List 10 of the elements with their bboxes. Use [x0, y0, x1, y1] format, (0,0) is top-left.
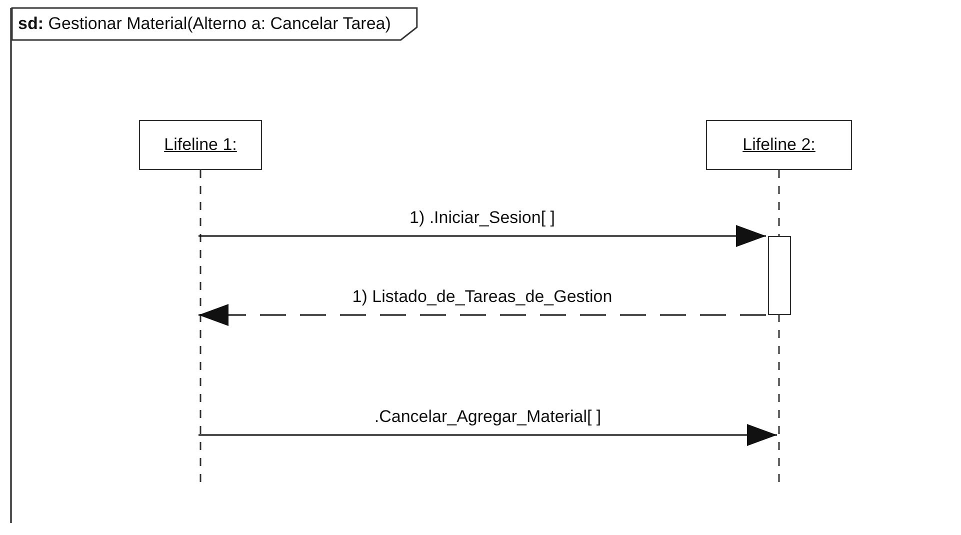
- return-message-arrow: [198, 304, 766, 326]
- frame-title: sd: Gestionar Material(Alterno a: Cancelar Tarea): [12, 8, 417, 40]
- lifeline-head: Lifeline 1:: [139, 120, 262, 170]
- lifeline: [139, 120, 262, 482]
- message-arrow: [198, 225, 766, 247]
- lifeline-head: Lifeline 2:: [706, 120, 852, 170]
- message-arrow: [198, 424, 777, 446]
- lifeline: [706, 120, 852, 482]
- message-label: 1) .Iniciar_Sesion[ ]: [408, 208, 557, 228]
- activation-bar: [768, 236, 791, 315]
